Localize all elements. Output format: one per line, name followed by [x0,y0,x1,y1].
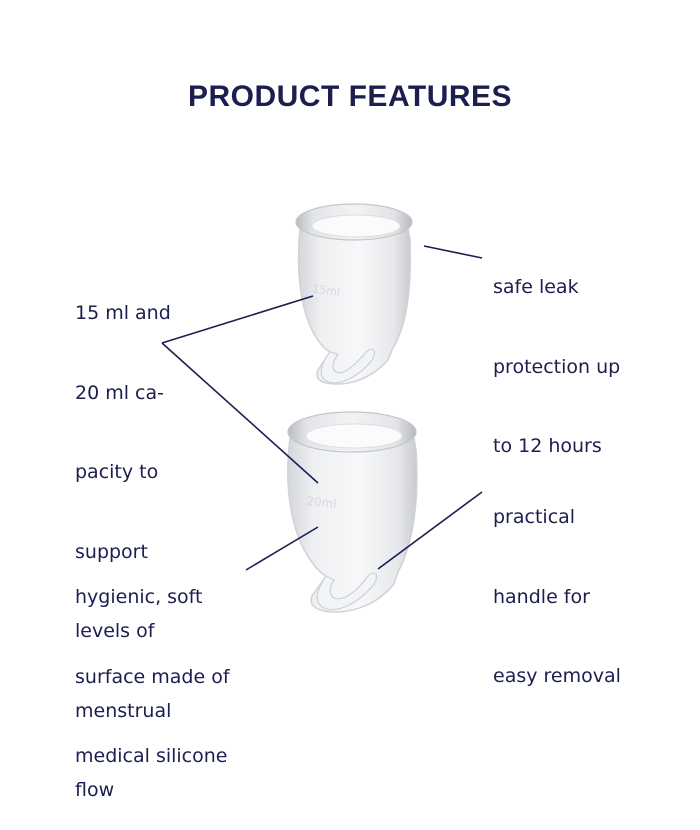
feature-handle-label: practical handle for easy removal [493,451,621,716]
large-cup-marking: 20ml [306,494,338,511]
product-illustration: 15ml 20ml [161,203,483,613]
callout-line-leak [423,245,483,259]
page-title: PRODUCT FEATURES [187,80,513,113]
feature-capacity-line: support [75,540,148,563]
feature-leak-line: safe leak [493,276,579,298]
feature-silicone-line: surface made of [75,665,230,688]
large-cup: 20ml [287,411,418,613]
feature-capacity-line: pacity to [75,461,159,483]
feature-handle-line: easy removal [493,665,621,687]
feature-silicone-line: medical silicone [75,745,228,767]
feature-silicone-line: hygienic, soft [75,586,203,608]
feature-leak-line: protection up [493,355,621,378]
feature-handle-line: handle for [493,585,590,608]
callout-line-silicone [245,526,319,571]
feature-leak-line: to 12 hours [493,435,602,457]
feature-capacity-line: 20 ml ca- [75,381,164,404]
callout-line-handle [377,491,483,570]
callout-line-capacity-20ml [161,342,319,484]
feature-capacity-line: levels of [75,620,155,642]
callout-line-capacity-15ml [161,295,314,344]
feature-silicone-label: hygienic, soft surface made of medical s… [75,531,230,796]
feature-handle-line: practical [493,506,576,528]
feature-capacity-line: 15 ml and [75,302,171,324]
feature-leak-protection-label: safe leak protection up to 12 hours [493,221,620,486]
small-cup-marking: 15ml [312,282,341,299]
small-cup: 15ml [295,203,413,385]
